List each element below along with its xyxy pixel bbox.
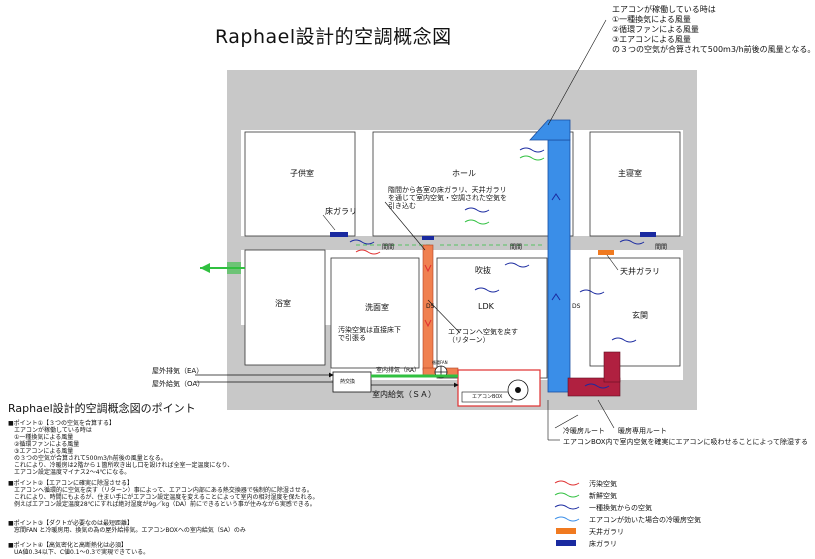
aircon-box-label: エアコンBOX [472, 394, 503, 400]
room-hall [372, 131, 574, 237]
top-note: エアコンが稼働している時は ①一種換気による風量 ②循環ファンによる風量 ③エア… [612, 5, 815, 55]
legend-symbol-fresh-air [554, 492, 580, 498]
legend-label: 床ガラリ [589, 540, 617, 548]
floor-grille-1 [330, 232, 348, 237]
outdoor-supply-label: 屋外給気（OA） [152, 380, 205, 388]
room-label-yokushitsu: 浴室 [275, 299, 291, 308]
legend-symbol-dirty-air [554, 480, 580, 486]
legend-label: 一種換気からの空気 [589, 504, 652, 512]
indoor-supply-label: 室内給気（ＳＡ） [372, 390, 436, 399]
top-note-line: ②循環ファンによる風量 [612, 25, 699, 34]
room-senmen [330, 257, 420, 369]
kanma-label-3: 間間 [655, 244, 668, 251]
floor-grille-3 [422, 236, 434, 240]
floor-grille-label: 床ガラリ [325, 207, 357, 216]
room-yokushitsu [244, 249, 326, 366]
indoor-exhaust-label: 室内排気（RA） [376, 367, 421, 374]
legend-symbol-aircon-air [554, 516, 580, 522]
room-label-shushin: 主寝室 [618, 169, 642, 178]
legend-symbols [554, 480, 580, 546]
legend-label: 天井ガラリ [589, 528, 624, 536]
outdoor-exhaust-label: 屋外排気（EA） [152, 367, 204, 375]
top-note-line: ①一種換気による風量 [612, 15, 691, 24]
room-label-kodomo: 子供室 [290, 169, 314, 178]
room-genkan [589, 257, 681, 367]
room-kodomo [244, 131, 356, 237]
floor-grille-2 [640, 232, 656, 237]
room-label-genkan: 玄関 [632, 311, 648, 320]
room-label-hall: ホール [452, 169, 476, 178]
room-shushin [589, 131, 681, 237]
point-1: ■ポイント①【３つの空気を合算する】 エアコンが稼働している時は ①一種換気によ… [8, 420, 234, 476]
airflow-arrows [349, 147, 645, 389]
ceiling-grille-1 [598, 250, 614, 255]
top-note-line: ③エアコンによる風量 [612, 35, 691, 44]
ds-label-1: DS [426, 303, 435, 310]
cooling-duct-top [529, 119, 571, 141]
legend-label: エアコンが効いた場合の冷暖房空気 [589, 516, 701, 524]
top-note-line: の３つの空気が合算されて500m3/h前後の風量となる。 [612, 45, 815, 54]
kanma-label-2: 間間 [510, 244, 523, 251]
room-label-fukinuke: 吹抜 [475, 266, 491, 275]
room-label-senmen: 洗面室 [365, 303, 389, 312]
room-ldk [436, 257, 548, 379]
note-stairs: 階間から各室の床ガラリ、天井ガラリ を通じて室内空気・空調された空気を 引き込む [388, 186, 507, 210]
heating-route-label: 暖房専用ルート [618, 427, 667, 435]
ceiling-grille-label: 天井ガラリ [620, 267, 660, 276]
note-return: エアコンへ空気を戻す （リターン） [448, 328, 518, 344]
diagram-title: Raphael設計的空調概念図 [215, 26, 452, 48]
point-2: ■ポイント②【エアコンに確実に除湿させる】 エアコンへ循環的に空気を戻す（リター… [8, 480, 319, 508]
top-note-line: エアコンが稼働している時は [612, 5, 716, 14]
dehumid-note: エアコンBOX内で室内空気を確実にエアコンに吸わせることによって除湿する [563, 438, 808, 446]
legend-label: 汚染空気 [589, 480, 617, 488]
legend-symbol-ceiling-grille [556, 528, 576, 534]
point-4: ■ポイント④【高気密化と高断熱化は必須】 UA値0.34以下、C値0.1〜0.3… [8, 542, 150, 556]
heat-exchanger-label: 熱交換 [340, 379, 356, 385]
legend-symbol-vent-air [554, 504, 580, 510]
legend-label: 新鮮空気 [589, 492, 617, 500]
ds-label-2: DS [572, 303, 581, 310]
legend-symbol-floor-grille [556, 540, 576, 546]
point-3: ■ポイント③【ダクトが必要なのは最短距離】 窓間FAN と冷暖房用、換気の為の屋… [8, 520, 246, 534]
note-soil: 汚染空気は直接床下 で引張る [338, 326, 401, 342]
heating-duct [567, 377, 621, 397]
cooling-duct [547, 139, 571, 393]
kanma-label-1: 間間 [382, 244, 395, 251]
room-label-ldk: LDK [478, 302, 494, 311]
points-title: Raphael設計的空調概念図のポイント [8, 402, 196, 415]
cooling-route-label: 冷暖房ルート [563, 427, 605, 435]
circ-fan-label: 循環FAN [432, 360, 448, 365]
